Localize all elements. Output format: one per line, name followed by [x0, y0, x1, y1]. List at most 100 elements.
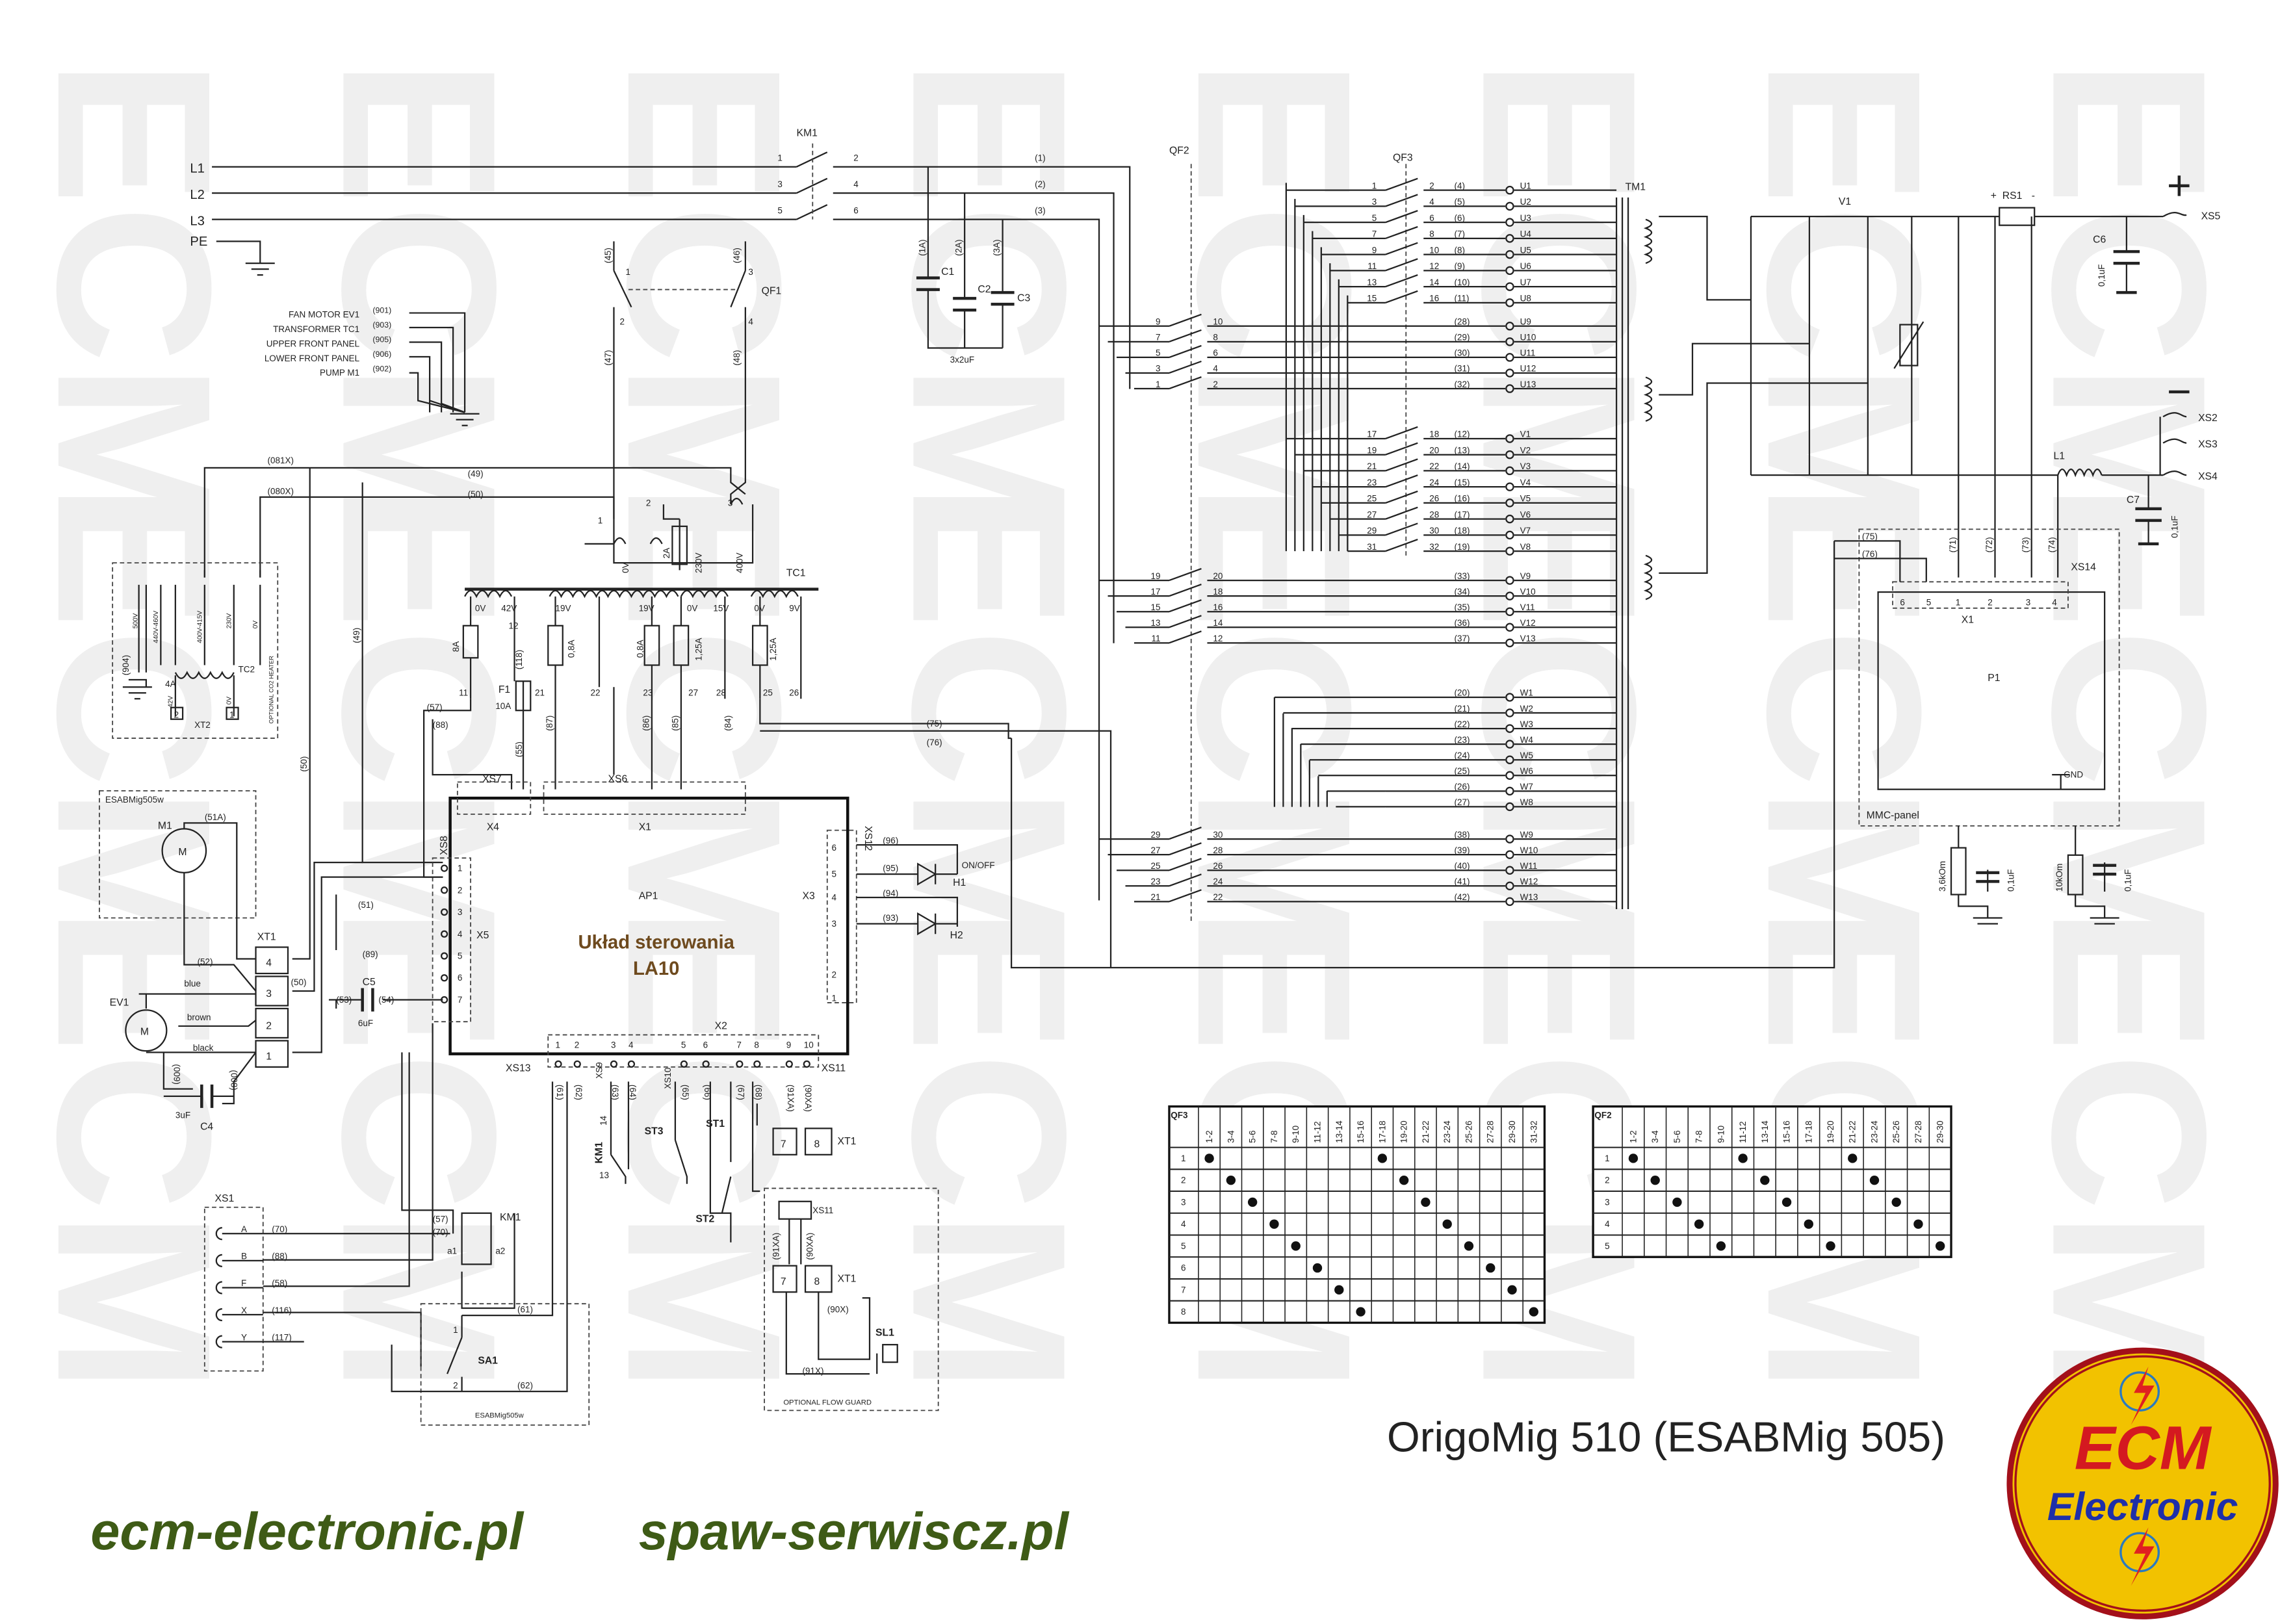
terminal	[1505, 234, 1514, 243]
terminal	[1505, 576, 1514, 585]
wire-number: (75)	[927, 719, 942, 728]
c5-value: 6uF	[358, 1018, 373, 1028]
table-row-header: 3	[1181, 1197, 1185, 1207]
km1-pin: 4	[853, 179, 859, 189]
tap-label: 230V	[226, 613, 233, 628]
ecm-electronic-logo: ECM Electronic	[2006, 1347, 2279, 1619]
xs1-socket	[215, 1227, 263, 1241]
contact-pin: 23	[1367, 478, 1377, 487]
table-column-header: 27-28	[1486, 1120, 1496, 1143]
switch-wire	[1134, 376, 1617, 390]
contact-pin: 30	[1213, 830, 1223, 840]
wire-number: (70)	[433, 1228, 448, 1237]
x2-label: X2	[715, 1020, 727, 1031]
contact-closed-dot	[1312, 1263, 1323, 1273]
table-row-header: 3	[1605, 1197, 1610, 1207]
pin: 1	[598, 515, 603, 525]
website-link[interactable]: spaw-serwiscz.pl	[639, 1502, 1070, 1561]
terminal	[1505, 298, 1514, 307]
wire-number: (905)	[372, 335, 391, 344]
wire-number: (91XA)	[786, 1085, 796, 1112]
bottom-controls: XS1 A(70)B(88)F(58)X(116)Y(117) KM1 a1 a…	[203, 1023, 939, 1426]
switch-wire	[1117, 344, 1617, 359]
terminal	[1505, 866, 1514, 875]
output-label: V5	[1520, 494, 1531, 504]
x5-pin: 2	[458, 885, 463, 895]
watermark-text: ECM	[12, 907, 256, 1394]
tap-label: 400V	[734, 552, 744, 573]
xs12-label: XS12	[862, 826, 874, 851]
contact-pin: 26	[1213, 861, 1223, 871]
x2-pin: 6	[703, 1040, 708, 1050]
wire-number: (32)	[1454, 380, 1470, 389]
table-column-header: 29-30	[1936, 1120, 1945, 1143]
wire-color-label: blue	[184, 979, 201, 988]
wire-number: (61)	[517, 1305, 533, 1315]
wire-number: (39)	[1454, 845, 1470, 855]
table-row-header: 4	[1181, 1219, 1186, 1229]
xs1-socket	[215, 1308, 263, 1322]
contact-pin: 29	[1150, 830, 1160, 840]
table-column-header: 25-26	[1464, 1120, 1473, 1143]
output-label: U2	[1520, 197, 1531, 207]
wire-number: (73)	[2021, 537, 2030, 552]
contact-pin: 22	[1429, 461, 1439, 471]
terminal	[1505, 755, 1514, 764]
switch-wire	[1108, 584, 1617, 597]
watermark-text: ECM	[582, 907, 826, 1394]
contact-closed-dot	[1507, 1285, 1517, 1295]
motor-symbol: M	[178, 847, 187, 858]
ap1-model: LA10	[633, 959, 679, 979]
rs1-plus: +	[1991, 190, 1997, 201]
contact-pin: 3	[1156, 364, 1161, 374]
onoff-label: ON/OFF	[962, 860, 995, 870]
xt1-label: XT1	[257, 931, 276, 942]
contact-closed-dot	[1204, 1154, 1214, 1163]
output-label: V11	[1520, 602, 1535, 612]
rectifier-section: V1 + RS1 - XS5 XS2 XS3 XS4 C6 0,1uF L1 C…	[1643, 175, 2221, 600]
contact-pin: 30	[1429, 526, 1439, 535]
contact-closed-dot	[1716, 1241, 1726, 1251]
terminal	[1505, 623, 1514, 632]
wire-number: (47)	[603, 350, 613, 366]
wire-number: (906)	[372, 350, 391, 359]
contact-closed-dot	[1848, 1154, 1858, 1163]
wire-number: (42)	[1454, 892, 1470, 902]
socket	[554, 1060, 562, 1068]
wire-number: (95)	[883, 864, 898, 873]
qf3-label: QF3	[1393, 153, 1413, 164]
contact-pin: 17	[1367, 430, 1377, 439]
switch-wire	[1330, 506, 1617, 520]
wire-number: (18)	[1454, 526, 1470, 535]
table-column-header: 29-30	[1507, 1120, 1517, 1143]
terminal	[1505, 337, 1514, 346]
wire-number: (90X)	[827, 1305, 849, 1315]
wire-number: (76)	[1862, 549, 1878, 559]
wire-number: (62)	[574, 1085, 584, 1100]
qf1-label: QF1	[762, 285, 782, 296]
table-column-header: 15-16	[1356, 1120, 1366, 1143]
table-column-header: 19-20	[1826, 1120, 1835, 1143]
table-column-header: 21-22	[1848, 1120, 1858, 1143]
output-label: U6	[1520, 261, 1531, 271]
contact-closed-dot	[1247, 1197, 1258, 1207]
mains-input: L1 L2 L3 PE KM1 1 2 3 4 5 6 (1) (2) (3)	[190, 127, 1131, 901]
bus-wires	[1273, 183, 1349, 807]
contact-pin: 4	[1429, 197, 1434, 207]
xs14-pin: 5	[1926, 597, 1932, 607]
fuse-value: 1,25A	[693, 638, 703, 661]
socket	[753, 1060, 761, 1068]
contact-pin: 6	[1429, 213, 1434, 223]
switch-wire	[1134, 889, 1617, 903]
wire-color-label: brown	[187, 1012, 211, 1022]
switch-wire	[1338, 522, 1617, 536]
table-row-header: 2	[1605, 1176, 1610, 1185]
pin: 14	[599, 1115, 608, 1125]
c5-label: C5	[363, 977, 376, 988]
output-label: V3	[1520, 461, 1531, 471]
switch-wire	[1338, 274, 1617, 288]
contact-pin: 19	[1367, 445, 1377, 455]
contact-pin: 13	[1367, 277, 1377, 287]
website-link[interactable]: ecm-electronic.pl	[90, 1502, 524, 1561]
wire-number: (87)	[545, 715, 554, 731]
